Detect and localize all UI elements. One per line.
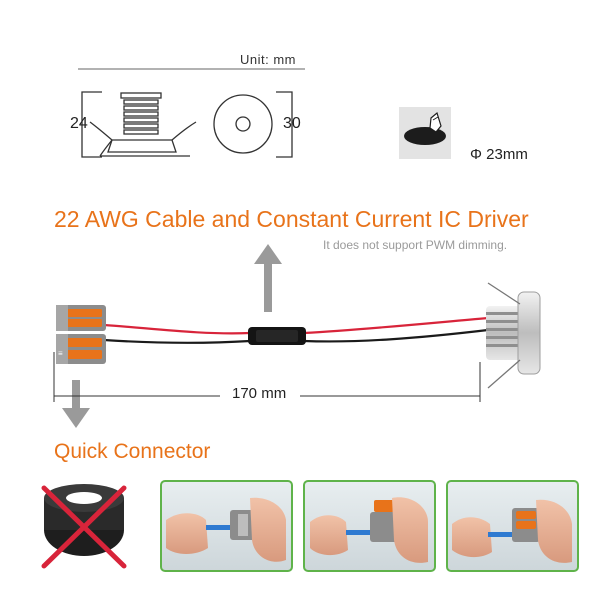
arrow-down-to-connector	[62, 380, 90, 428]
width-dimension-label: 30	[283, 115, 301, 132]
length-dimension-line	[53, 352, 481, 402]
no-electrical-tape-icon	[41, 484, 127, 569]
cutout-diameter-label: Φ 23mm	[470, 146, 528, 163]
quick-connector-title: Quick Connector	[54, 440, 211, 463]
pwm-note: It does not support PWM dimming.	[323, 238, 508, 252]
cable-driver-title: 22 AWG Cable and Constant Current IC Dri…	[54, 206, 529, 232]
ic-driver	[248, 327, 306, 345]
front-view-drawing	[213, 91, 293, 158]
svg-text:≡: ≡	[58, 349, 63, 358]
ceiling-cutout-icon	[399, 107, 451, 159]
cable-wires	[103, 316, 489, 344]
photo-step-2	[303, 480, 436, 572]
side-view-drawing	[81, 91, 197, 158]
unit-label: Unit: mm	[240, 52, 296, 67]
quick-connector-top	[56, 305, 106, 331]
photo-step-1	[160, 480, 293, 572]
led-downlight	[486, 282, 541, 389]
quick-connector-bottom: ≡	[56, 334, 106, 364]
photo-step-3	[446, 480, 579, 572]
cable-length-label: 170 mm	[226, 385, 293, 402]
arrow-up-to-driver	[254, 244, 282, 312]
height-dimension-label: 24	[70, 115, 88, 132]
